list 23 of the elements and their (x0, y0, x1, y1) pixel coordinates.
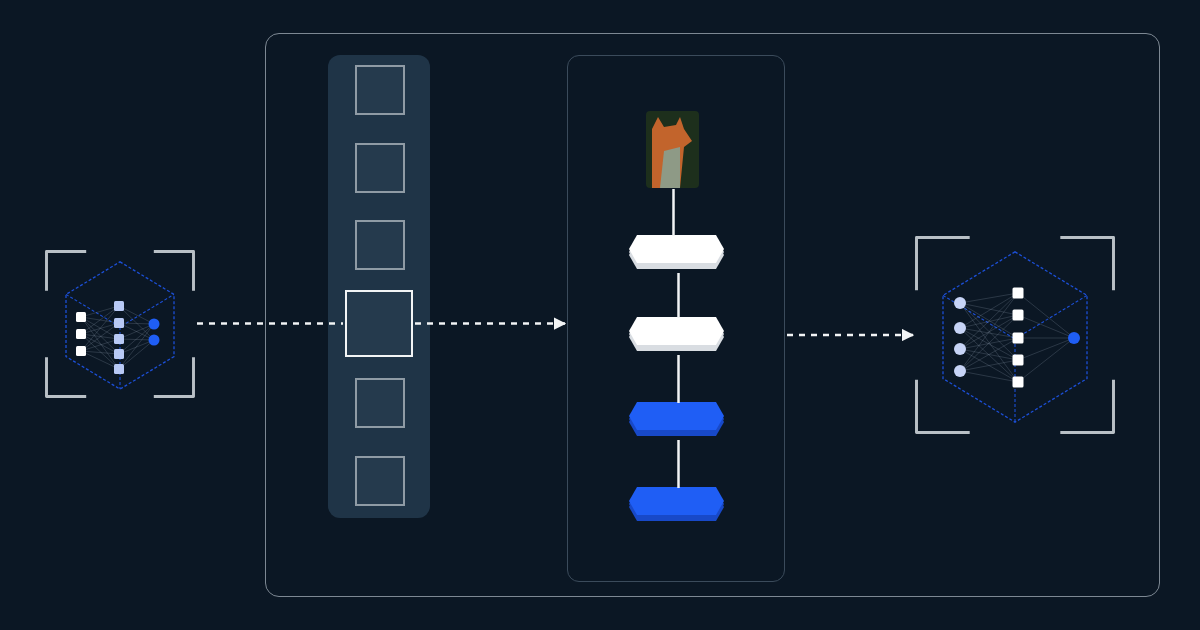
input-square (354, 377, 405, 428)
connector-line (672, 189, 675, 236)
model-panel (566, 54, 785, 582)
selected-input-square (344, 289, 413, 357)
container-frame (265, 33, 1160, 597)
dashed-arrow (415, 317, 567, 330)
neural-network-cube-icon (914, 235, 1115, 434)
dashed-line (197, 322, 343, 325)
input-square (354, 219, 405, 270)
layer-block (629, 317, 726, 354)
neural-network-cube-icon (45, 250, 195, 398)
connector-line (677, 440, 680, 488)
connector-line (677, 355, 680, 403)
layer-block (629, 235, 726, 272)
input-square (354, 142, 405, 193)
connector-line (677, 273, 680, 318)
layer-block (629, 402, 726, 439)
input-square (354, 455, 405, 506)
photo-placeholder (646, 111, 699, 188)
dashed-arrow (787, 328, 915, 342)
input-column-panel (327, 54, 430, 518)
layer-block (629, 487, 726, 524)
input-square (354, 64, 405, 115)
